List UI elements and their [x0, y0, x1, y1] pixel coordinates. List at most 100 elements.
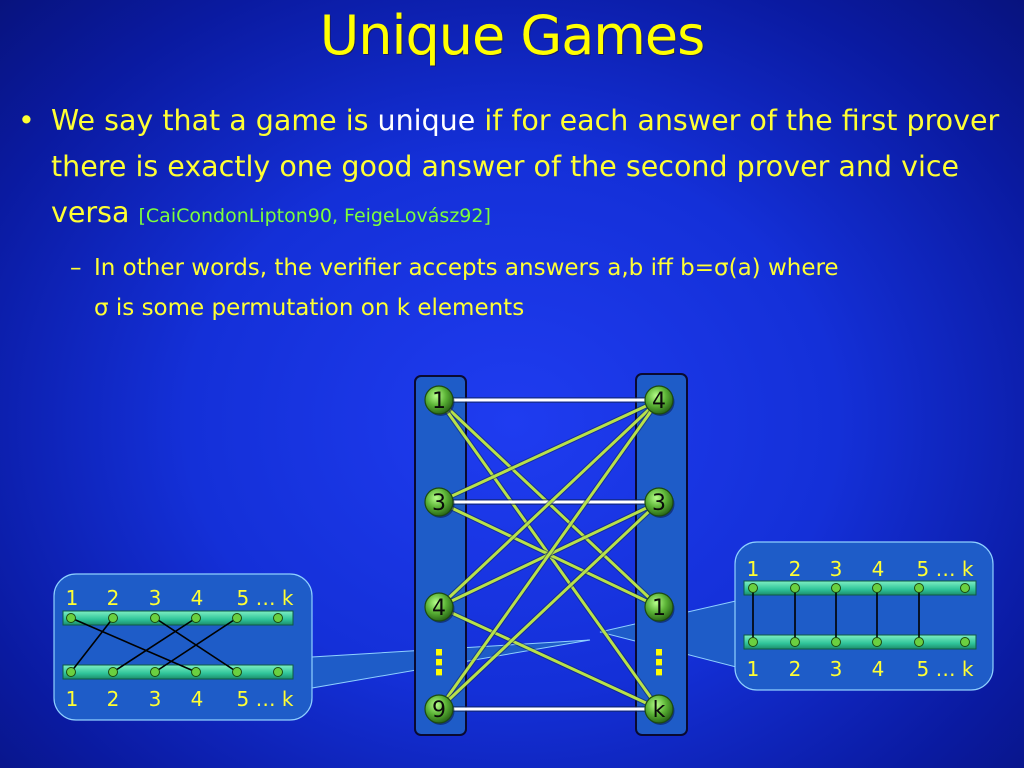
right-node-3-label: 3: [652, 491, 666, 516]
subbullet-line1-prefix: In other words, the verifier accepts ans…: [94, 255, 715, 281]
right-inset-top-dot: [790, 583, 800, 593]
right-inset-bottom-label: 4: [872, 657, 885, 681]
bullet-text-part1: We say that a game is: [51, 104, 378, 137]
subbullet-text: In other words, the verifier accepts ans…: [70, 248, 1010, 328]
right-node-3: [644, 487, 674, 517]
bullet-text: We say that a game is unique if for each…: [18, 98, 1008, 239]
subbullet-line2-text: is some permutation on k elements: [108, 295, 525, 321]
right-inset-top-bar: [743, 580, 977, 596]
left-node-9: [424, 694, 454, 724]
edge: [437, 398, 661, 609]
edge: [437, 399, 661, 710]
main-bullet: • We say that a game is unique if for ea…: [18, 98, 1008, 239]
edge: [438, 605, 660, 711]
left-inset-top-dot: [108, 613, 118, 623]
bullet-highlight-unique: unique: [377, 104, 476, 137]
right-inset-top-label: 3: [830, 557, 843, 581]
left-inset-bottom-label: 4: [191, 687, 204, 711]
right-inset-bottom-bar: [743, 634, 977, 650]
left-inset-bottom-label: 1: [66, 687, 79, 711]
left-permutation-inset: 1 2 3 4 5 … k 1 2 3 4 5 … k: [53, 573, 313, 721]
left-inset-bottom-dot: [232, 667, 242, 677]
left-inset-bottom-dot: [108, 667, 118, 677]
left-inset-bottom-dot: [66, 667, 76, 677]
left-node-4: [424, 592, 454, 622]
left-node-1-label: 1: [432, 389, 446, 414]
right-permutation-inset: 1 2 3 4 5 … k 1 2 3 4 5 … k: [734, 541, 994, 691]
bullet-text-part2: if for each answer of the first prover t…: [51, 104, 1000, 229]
subbullet-line1-suffix: (a) where: [728, 255, 839, 281]
bipartite-edges: [436, 397, 662, 712]
left-inset-top-dot: [232, 613, 242, 623]
left-node-1: [424, 385, 454, 415]
right-inset-bottom-label: 3: [830, 657, 843, 681]
prover-panels: [414, 373, 688, 736]
left-node-9-label: 9: [432, 698, 446, 723]
left-inset-top-dot: [66, 613, 76, 623]
left-node-4-label: 4: [432, 596, 446, 621]
left-inset-top-dot: [191, 613, 201, 623]
left-inset-map-line: [112, 617, 197, 673]
right-inset-top-label: 4: [872, 557, 885, 581]
left-inset-top-label: 2: [107, 586, 120, 610]
left-inset-top-bar: [62, 610, 294, 626]
subbullet-marker: –: [70, 255, 82, 281]
left-inset-top-label: 1: [66, 586, 79, 610]
left-inset-map-line: [70, 617, 114, 673]
right-inset-top-dot: [960, 583, 970, 593]
left-prover-panel: [414, 375, 467, 736]
right-node-4: [644, 385, 674, 415]
left-inset-bottom-label: 3: [149, 687, 162, 711]
left-inset-bottom-dot: [191, 667, 201, 677]
right-inset-top-label: 1: [747, 557, 760, 581]
right-inset-top-dot: [872, 583, 882, 593]
right-inset-top-dot: [914, 583, 924, 593]
left-inset-top-label: 4: [191, 586, 204, 610]
sigma-symbol-2: σ: [94, 295, 109, 321]
right-inset-bottom-dot: [872, 637, 882, 647]
left-inset-bottom-label: 5 … k: [236, 687, 293, 711]
edge: [437, 500, 661, 711]
right-inset-box: [734, 541, 994, 691]
right-ellipsis: ⋮: [642, 643, 676, 683]
right-inset-bottom-dot: [914, 637, 924, 647]
right-inset-top-label: 5 … k: [916, 557, 973, 581]
left-inset-map-line: [154, 617, 238, 673]
right-inset-bottom-dot: [790, 637, 800, 647]
left-inset-bottom-bar: [62, 664, 294, 680]
bipartite-nodes: 1 3 4 9 4 3 1 k ⋮ ⋮: [422, 385, 676, 725]
left-inset-bottom-dot: [273, 667, 283, 677]
right-prover-panel: [635, 373, 688, 736]
sub-bullet: – In other words, the verifier accepts a…: [70, 248, 1010, 328]
right-inset-bottom-label: 2: [789, 657, 802, 681]
left-inset-bottom-label: 2: [107, 687, 120, 711]
left-node-3: [424, 487, 454, 517]
edge: [438, 398, 660, 504]
left-node-3-label: 3: [432, 491, 446, 516]
left-inset-bottom-dot: [150, 667, 160, 677]
right-inset-bottom-label: 5 … k: [916, 657, 973, 681]
right-inset-top-dot: [748, 583, 758, 593]
left-inset-top-dot: [273, 613, 283, 623]
bullet-citation: [CaiCondonLipton90, FeigeLovász92]: [138, 205, 491, 227]
sigma-symbol: σ: [714, 255, 729, 281]
left-ellipsis: ⋮: [422, 643, 456, 683]
left-inset-map-line: [70, 617, 197, 673]
right-node-k-label: k: [653, 698, 666, 723]
right-node-k: [644, 694, 674, 724]
left-inset-top-dot: [150, 613, 160, 623]
bullet-marker: •: [18, 104, 35, 137]
right-node-1: [644, 592, 674, 622]
left-inset-top-label: 3: [149, 586, 162, 610]
right-node-1-label: 1: [652, 596, 666, 621]
slide-title: Unique Games: [319, 4, 706, 67]
right-inset-bottom-dot: [831, 637, 841, 647]
right-inset-bottom-dot: [748, 637, 758, 647]
right-inset-bottom-dot: [960, 637, 970, 647]
left-inset-top-label: 5 … k: [236, 586, 293, 610]
right-inset-top-label: 2: [789, 557, 802, 581]
right-inset-bottom-label: 1: [747, 657, 760, 681]
right-node-4-label: 4: [652, 389, 666, 414]
right-inset-top-dot: [831, 583, 841, 593]
